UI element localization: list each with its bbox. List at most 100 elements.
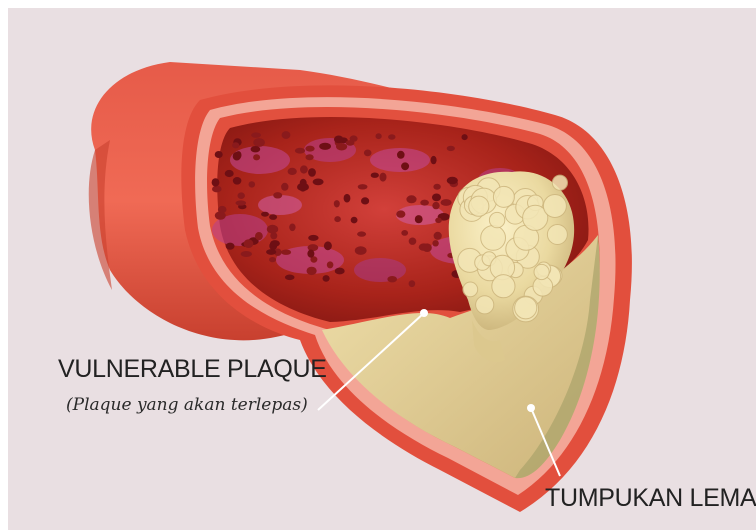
blood-cell (323, 275, 330, 282)
blood-cell (212, 178, 220, 186)
blood-cell (357, 231, 366, 236)
blood-cell (376, 133, 382, 139)
blood-cell (432, 194, 441, 202)
plaque-lump (515, 297, 537, 319)
fat-deposit-dot (527, 404, 535, 412)
blood-cell (344, 194, 351, 203)
blood-cell (273, 192, 282, 198)
blood-cell (388, 134, 395, 139)
blood-cell (253, 154, 260, 160)
blood-cell (406, 195, 416, 203)
blood-cell (447, 146, 455, 151)
blood-cell (324, 241, 332, 250)
blood-cell (319, 143, 331, 150)
blood-cell (335, 268, 345, 275)
blood-cell (267, 225, 278, 234)
blood-cell (308, 235, 318, 241)
blood-cell (361, 197, 369, 204)
plaque-lump (463, 282, 478, 297)
blood-cell (387, 276, 397, 282)
blood-cell (433, 184, 440, 190)
blood-cell (401, 230, 408, 236)
blood-cell (297, 183, 309, 191)
blood-cell (289, 224, 295, 232)
blood-cell (269, 257, 276, 262)
blood-cell (397, 151, 405, 159)
blood-cell (261, 212, 269, 217)
blood-cell (305, 146, 314, 152)
vulnerable-plaque-note: (Plaque yang akan terlepas) (66, 395, 308, 415)
blood-cell (306, 154, 314, 160)
blood-cell (281, 183, 288, 191)
blood-cell (236, 151, 242, 159)
blood-cell (308, 168, 316, 177)
blood-cell (241, 251, 252, 257)
blood-cell (281, 250, 291, 255)
blood-cell (432, 202, 439, 209)
blood-cell (371, 173, 379, 178)
blood-cell (251, 146, 261, 152)
blood-cell (447, 177, 458, 185)
blood-cell (225, 170, 234, 177)
plaque-lump (534, 264, 549, 279)
blood-cell (419, 243, 429, 250)
blood-cell (232, 142, 239, 148)
plaque-lump (476, 296, 494, 314)
blood-cell (415, 215, 423, 223)
blood-cell (288, 168, 297, 175)
plaque-lump (493, 186, 514, 207)
blood-cell (244, 239, 254, 248)
blood-cell (215, 151, 223, 158)
blood-cell (282, 131, 291, 139)
vulnerable-plaque-dot (420, 309, 428, 317)
blood-cell (346, 140, 355, 146)
blood-cell (409, 238, 417, 245)
blood-cell (364, 150, 372, 157)
blood-cell (409, 280, 416, 287)
blood-cell (307, 267, 317, 275)
blood-cell (462, 134, 468, 140)
blood-cell (218, 206, 227, 213)
blood-cell (300, 165, 308, 173)
blood-cell (251, 132, 261, 137)
blood-cell (396, 210, 405, 217)
plaque-lump (543, 195, 566, 218)
fat-deposit-label: TUMPUKAN LEMAK (545, 484, 756, 513)
plaque-lump (492, 275, 515, 298)
blood-cell (327, 261, 334, 268)
blood-cell (441, 199, 452, 206)
blood-cell (236, 200, 247, 205)
blood-cell (238, 192, 245, 199)
blood-cell (334, 136, 343, 144)
blood-cell (255, 232, 263, 240)
plaque-lump (552, 175, 567, 190)
blood-cell (313, 179, 324, 186)
blood-cell (351, 217, 358, 224)
blood-cell (249, 181, 256, 187)
blood-cell (270, 240, 280, 247)
blood-cell (285, 275, 295, 281)
blood-cell (358, 184, 368, 189)
blood-cell (295, 148, 305, 154)
blood-cell (380, 173, 387, 182)
plaque-lump (481, 226, 506, 251)
vulnerable-plaque-label: VULNERABLE PLAQUE (58, 355, 327, 384)
plaque-lump (547, 225, 567, 245)
blood-cell (431, 156, 437, 164)
blood-cell (435, 218, 442, 224)
blood-cell (334, 200, 340, 207)
blood-cell (334, 216, 341, 222)
plaque-lump (489, 212, 504, 227)
blood-cell (401, 162, 409, 170)
blood-cell (212, 186, 222, 193)
blood-cell (266, 249, 276, 255)
blood-cell (307, 250, 314, 258)
blood-cell (355, 246, 367, 255)
blood-cell (432, 240, 438, 246)
plaque-lump (469, 196, 489, 216)
blood-cell (253, 138, 265, 147)
blood-cell (269, 214, 277, 220)
blood-cell (420, 200, 429, 206)
blood-cell (233, 177, 242, 185)
